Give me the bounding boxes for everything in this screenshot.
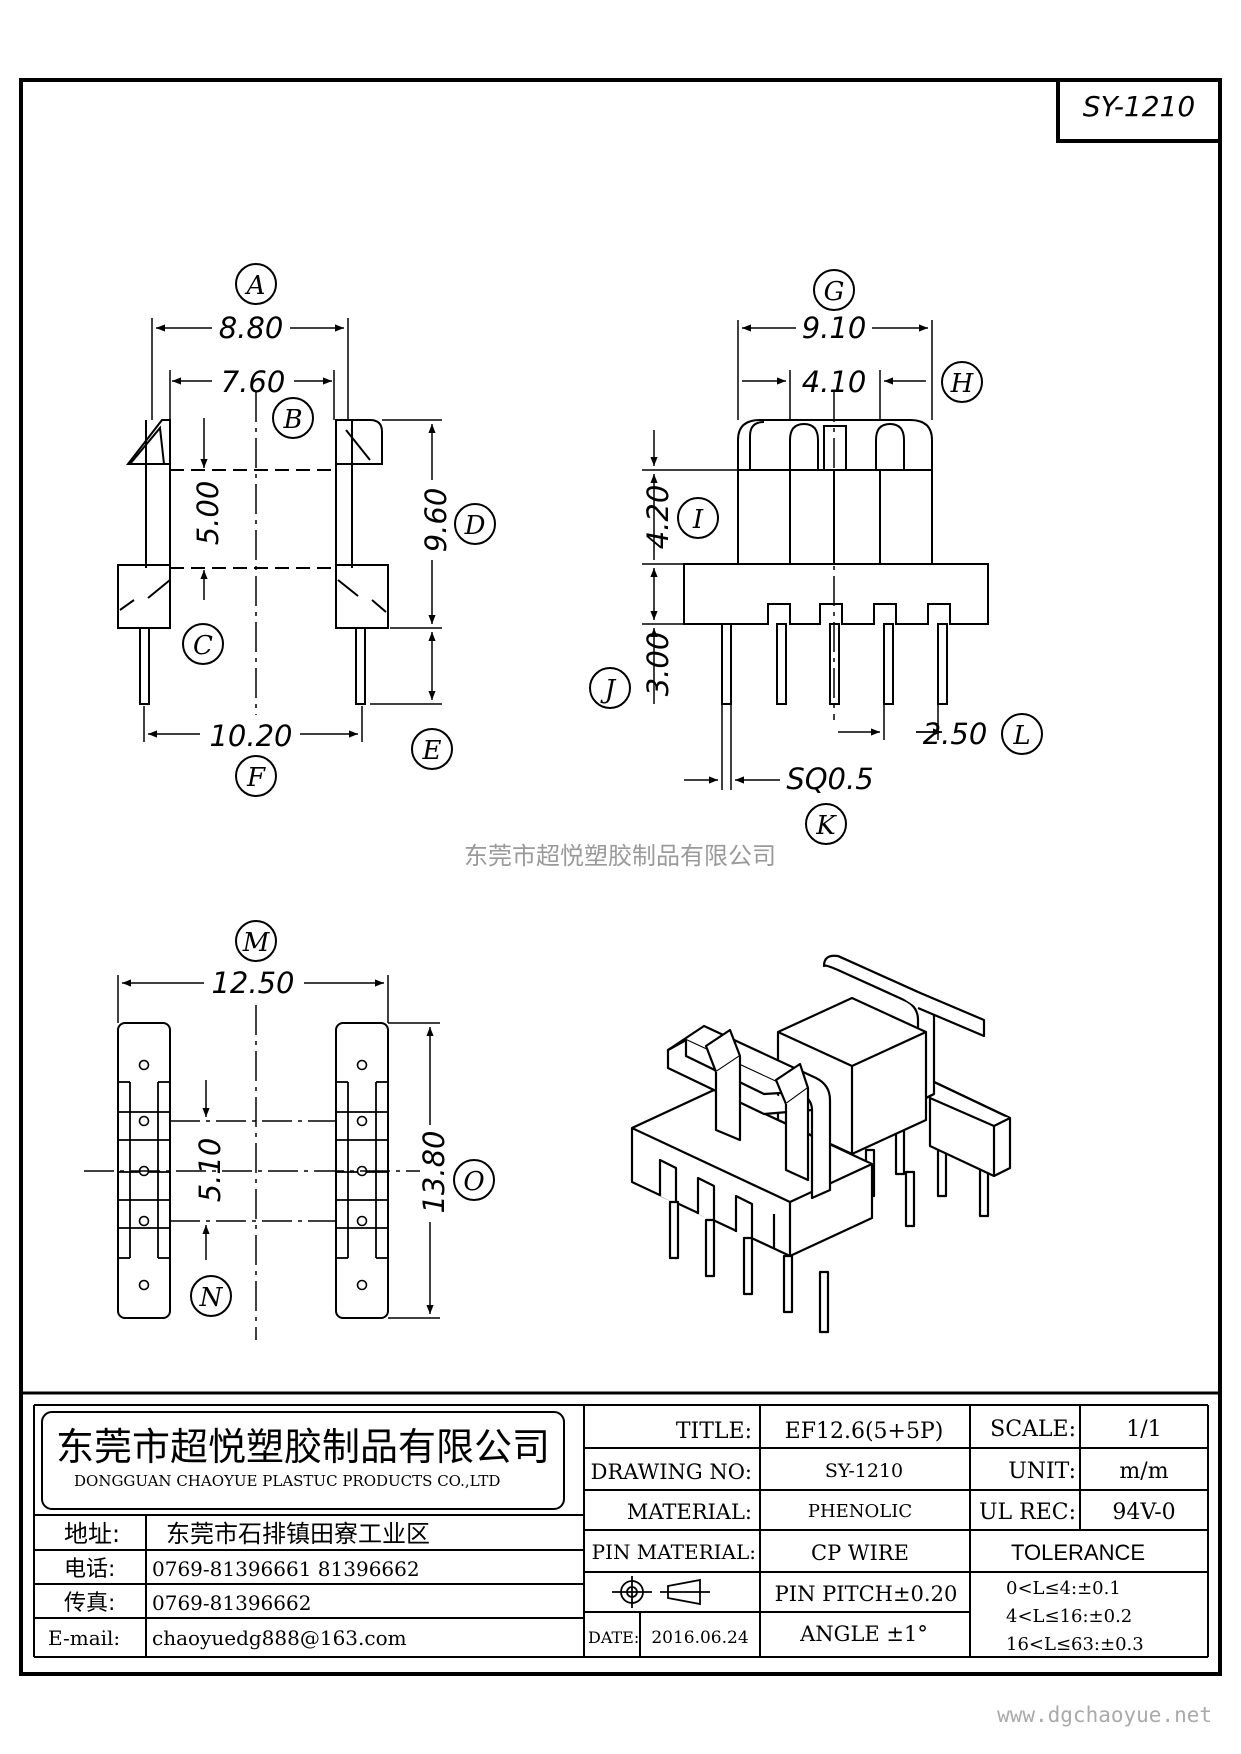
pin-material-value: CP WIRE bbox=[811, 1541, 909, 1565]
svg-text:M: M bbox=[242, 928, 271, 958]
address-value: 东莞市石排镇田寮工业区 bbox=[166, 1520, 430, 1548]
side-dimensions bbox=[642, 320, 942, 790]
material-label: MATERIAL: bbox=[627, 1500, 752, 1524]
watermark-text: 东莞市超悦塑胶制品有限公司 bbox=[464, 842, 776, 870]
dim-L-text: 2.50 bbox=[923, 717, 988, 751]
part-code-box: SY-1210 bbox=[1056, 78, 1222, 143]
svg-text:N: N bbox=[199, 1283, 224, 1313]
pin-pitch-text: PIN PITCH±0.20 bbox=[775, 1582, 958, 1606]
side-labels: 9.10 4.10 4.20 3.00 2.50 SQ0.5 bbox=[641, 311, 987, 796]
bubble-N: N bbox=[190, 1275, 232, 1317]
drawing-no-value: SY-1210 bbox=[825, 1460, 903, 1482]
bubble-D: D bbox=[454, 503, 496, 545]
isometric-view bbox=[630, 954, 1012, 1334]
front-dimensions bbox=[143, 318, 442, 742]
bubble-O: O bbox=[453, 1159, 495, 1201]
bottom-dimensions bbox=[117, 975, 440, 1319]
projection-symbol bbox=[612, 1576, 710, 1608]
tolerance-line-2: 4<L≤16:±0.2 bbox=[1006, 1606, 1132, 1627]
phone-label: 电话: bbox=[64, 1557, 115, 1582]
ul-rec-label: UL REC: bbox=[979, 1500, 1076, 1525]
title-block bbox=[21, 1391, 1220, 1658]
svg-text:E: E bbox=[422, 736, 442, 766]
dim-K-text: SQ0.5 bbox=[786, 762, 873, 796]
company-name-cn: 东莞市超悦塑胶制品有限公司 bbox=[56, 1425, 550, 1469]
dimension-bubbles: A B C D E F G H I J K L M N O bbox=[182, 263, 1043, 1317]
tolerance-line-1: 0<L≤4:±0.1 bbox=[1006, 1578, 1121, 1599]
dim-N-text: 5.10 bbox=[193, 1138, 227, 1203]
dim-I-text: 4.20 bbox=[641, 485, 675, 550]
address-label: 地址: bbox=[64, 1520, 120, 1548]
material-value: PHENOLIC bbox=[808, 1501, 912, 1522]
side-view bbox=[683, 392, 989, 720]
bubble-L: L bbox=[1001, 713, 1043, 755]
dim-D-text: 9.60 bbox=[419, 488, 453, 553]
bottom-view bbox=[84, 1005, 420, 1340]
date-value: 2016.06.24 bbox=[651, 1628, 748, 1648]
email-value: chaoyuedg888@163.com bbox=[152, 1626, 407, 1650]
bottom-labels: 12.50 13.80 5.10 bbox=[193, 966, 451, 1214]
scale-value: 1/1 bbox=[1126, 1417, 1161, 1442]
drawing-no-label: DRAWING NO: bbox=[591, 1460, 752, 1484]
svg-text:A: A bbox=[245, 271, 266, 301]
bubble-G: G bbox=[813, 269, 855, 311]
tolerance-label: TOLERANCE bbox=[1011, 1540, 1145, 1565]
svg-text:D: D bbox=[464, 511, 486, 541]
outer-border bbox=[19, 78, 1222, 1676]
ul-rec-value: 94V-0 bbox=[1112, 1500, 1175, 1525]
bubble-F: F bbox=[235, 755, 277, 797]
email-label: E-mail: bbox=[48, 1626, 120, 1650]
svg-text:O: O bbox=[463, 1167, 484, 1197]
scale-label: SCALE: bbox=[990, 1417, 1076, 1442]
company-name-en: DONGGUAN CHAOYUE PLASTUC PRODUCTS CO.,LT… bbox=[74, 1472, 500, 1490]
svg-text:K: K bbox=[815, 811, 837, 841]
bubble-J: J bbox=[589, 667, 631, 709]
front-view bbox=[117, 392, 389, 715]
angle-text: ANGLE ±1° bbox=[799, 1622, 928, 1646]
svg-text:F: F bbox=[246, 763, 266, 793]
unit-value: m/m bbox=[1119, 1459, 1168, 1484]
dim-C-text: 5.00 bbox=[191, 481, 225, 546]
front-labels: 8.80 7.60 5.00 9.60 10.20 bbox=[191, 311, 453, 753]
dim-H-text: 4.10 bbox=[802, 365, 867, 399]
title-value: EF12.6(5+5P) bbox=[785, 1419, 944, 1444]
svg-text:J: J bbox=[600, 675, 617, 705]
bubble-K: K bbox=[805, 803, 847, 845]
dim-O-text: 13.80 bbox=[417, 1130, 451, 1213]
title-label: TITLE: bbox=[676, 1419, 752, 1444]
dim-A-text: 8.80 bbox=[219, 311, 284, 345]
date-label: DATE: bbox=[588, 1628, 639, 1647]
bubble-A: A bbox=[235, 263, 277, 305]
bubble-B: B bbox=[272, 397, 314, 439]
svg-text:H: H bbox=[950, 369, 975, 399]
fax-value: 0769-81396662 bbox=[152, 1591, 311, 1615]
fax-label: 传真: bbox=[64, 1591, 115, 1616]
svg-text:C: C bbox=[193, 631, 213, 661]
bubble-E: E bbox=[411, 728, 453, 770]
dim-M-text: 12.50 bbox=[211, 966, 294, 1000]
tolerance-line-3: 16<L≤63:±0.3 bbox=[1006, 1634, 1144, 1655]
svg-text:L: L bbox=[1012, 721, 1030, 751]
bubble-C: C bbox=[182, 623, 224, 665]
unit-label: UNIT: bbox=[1008, 1459, 1076, 1484]
part-code: SY-1210 bbox=[1083, 90, 1195, 123]
bubble-I: I bbox=[677, 497, 719, 539]
pin-material-label: PIN MATERIAL: bbox=[592, 1540, 756, 1564]
svg-text:I: I bbox=[692, 505, 704, 535]
title-block-text: 东莞市超悦塑胶制品有限公司 DONGGUAN CHAOYUE PLASTUC P… bbox=[48, 1417, 1176, 1655]
dim-B-text: 7.60 bbox=[221, 365, 286, 399]
bubble-H: H bbox=[941, 361, 983, 403]
dim-F-text: 10.20 bbox=[209, 719, 292, 753]
svg-text:B: B bbox=[282, 405, 302, 435]
dim-J-text: 3.00 bbox=[641, 632, 675, 697]
dim-G-text: 9.10 bbox=[802, 311, 867, 345]
svg-text:G: G bbox=[824, 277, 845, 307]
bubble-M: M bbox=[235, 920, 277, 962]
website-text: www.dgchaoyue.net bbox=[997, 1703, 1212, 1727]
phone-value: 0769-81396661 81396662 bbox=[152, 1557, 420, 1581]
